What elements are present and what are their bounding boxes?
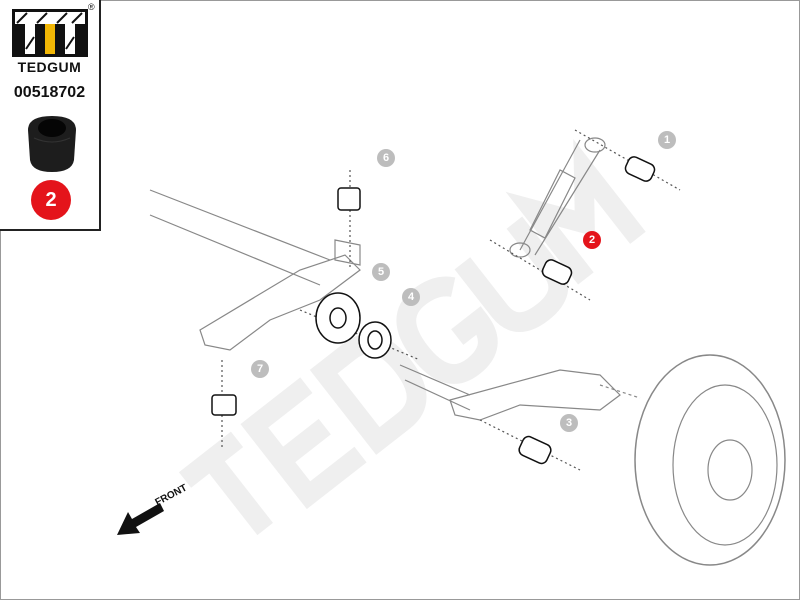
tedgum-logo-icon bbox=[12, 9, 88, 57]
callout-label: 1 bbox=[663, 134, 671, 146]
callout-label: 7 bbox=[256, 363, 264, 375]
callout-2[interactable]: 2 bbox=[583, 231, 601, 249]
callout-label: 6 bbox=[382, 152, 390, 164]
brand-name: TEDGUM bbox=[17, 59, 82, 75]
registered-mark: ® bbox=[88, 2, 95, 12]
callout-label: 4 bbox=[407, 291, 415, 303]
shock-absorber bbox=[509, 137, 606, 258]
wheel bbox=[634, 354, 786, 566]
callout-6[interactable]: 6 bbox=[377, 149, 395, 167]
callout-5[interactable]: 5 bbox=[372, 263, 390, 281]
bushing-photo bbox=[28, 116, 76, 172]
callout-label: 3 bbox=[565, 417, 573, 429]
axle-beam bbox=[149, 189, 361, 351]
part-number: 00518702 bbox=[13, 84, 86, 101]
callout-7[interactable]: 7 bbox=[251, 360, 269, 378]
callout-4[interactable]: 4 bbox=[402, 288, 420, 306]
callout-1[interactable]: 1 bbox=[658, 131, 676, 149]
trailing-arm bbox=[399, 364, 641, 421]
callout-3[interactable]: 3 bbox=[560, 414, 578, 432]
front-arrow bbox=[117, 503, 164, 535]
part-info-panel: ® TEDGUM 00518702 2 bbox=[0, 0, 101, 231]
bushings bbox=[211, 156, 656, 465]
guide-lines bbox=[221, 129, 681, 471]
callout-label: 5 bbox=[377, 266, 385, 278]
callout-label: 2 bbox=[588, 234, 596, 246]
position-badge: 2 bbox=[31, 180, 71, 220]
